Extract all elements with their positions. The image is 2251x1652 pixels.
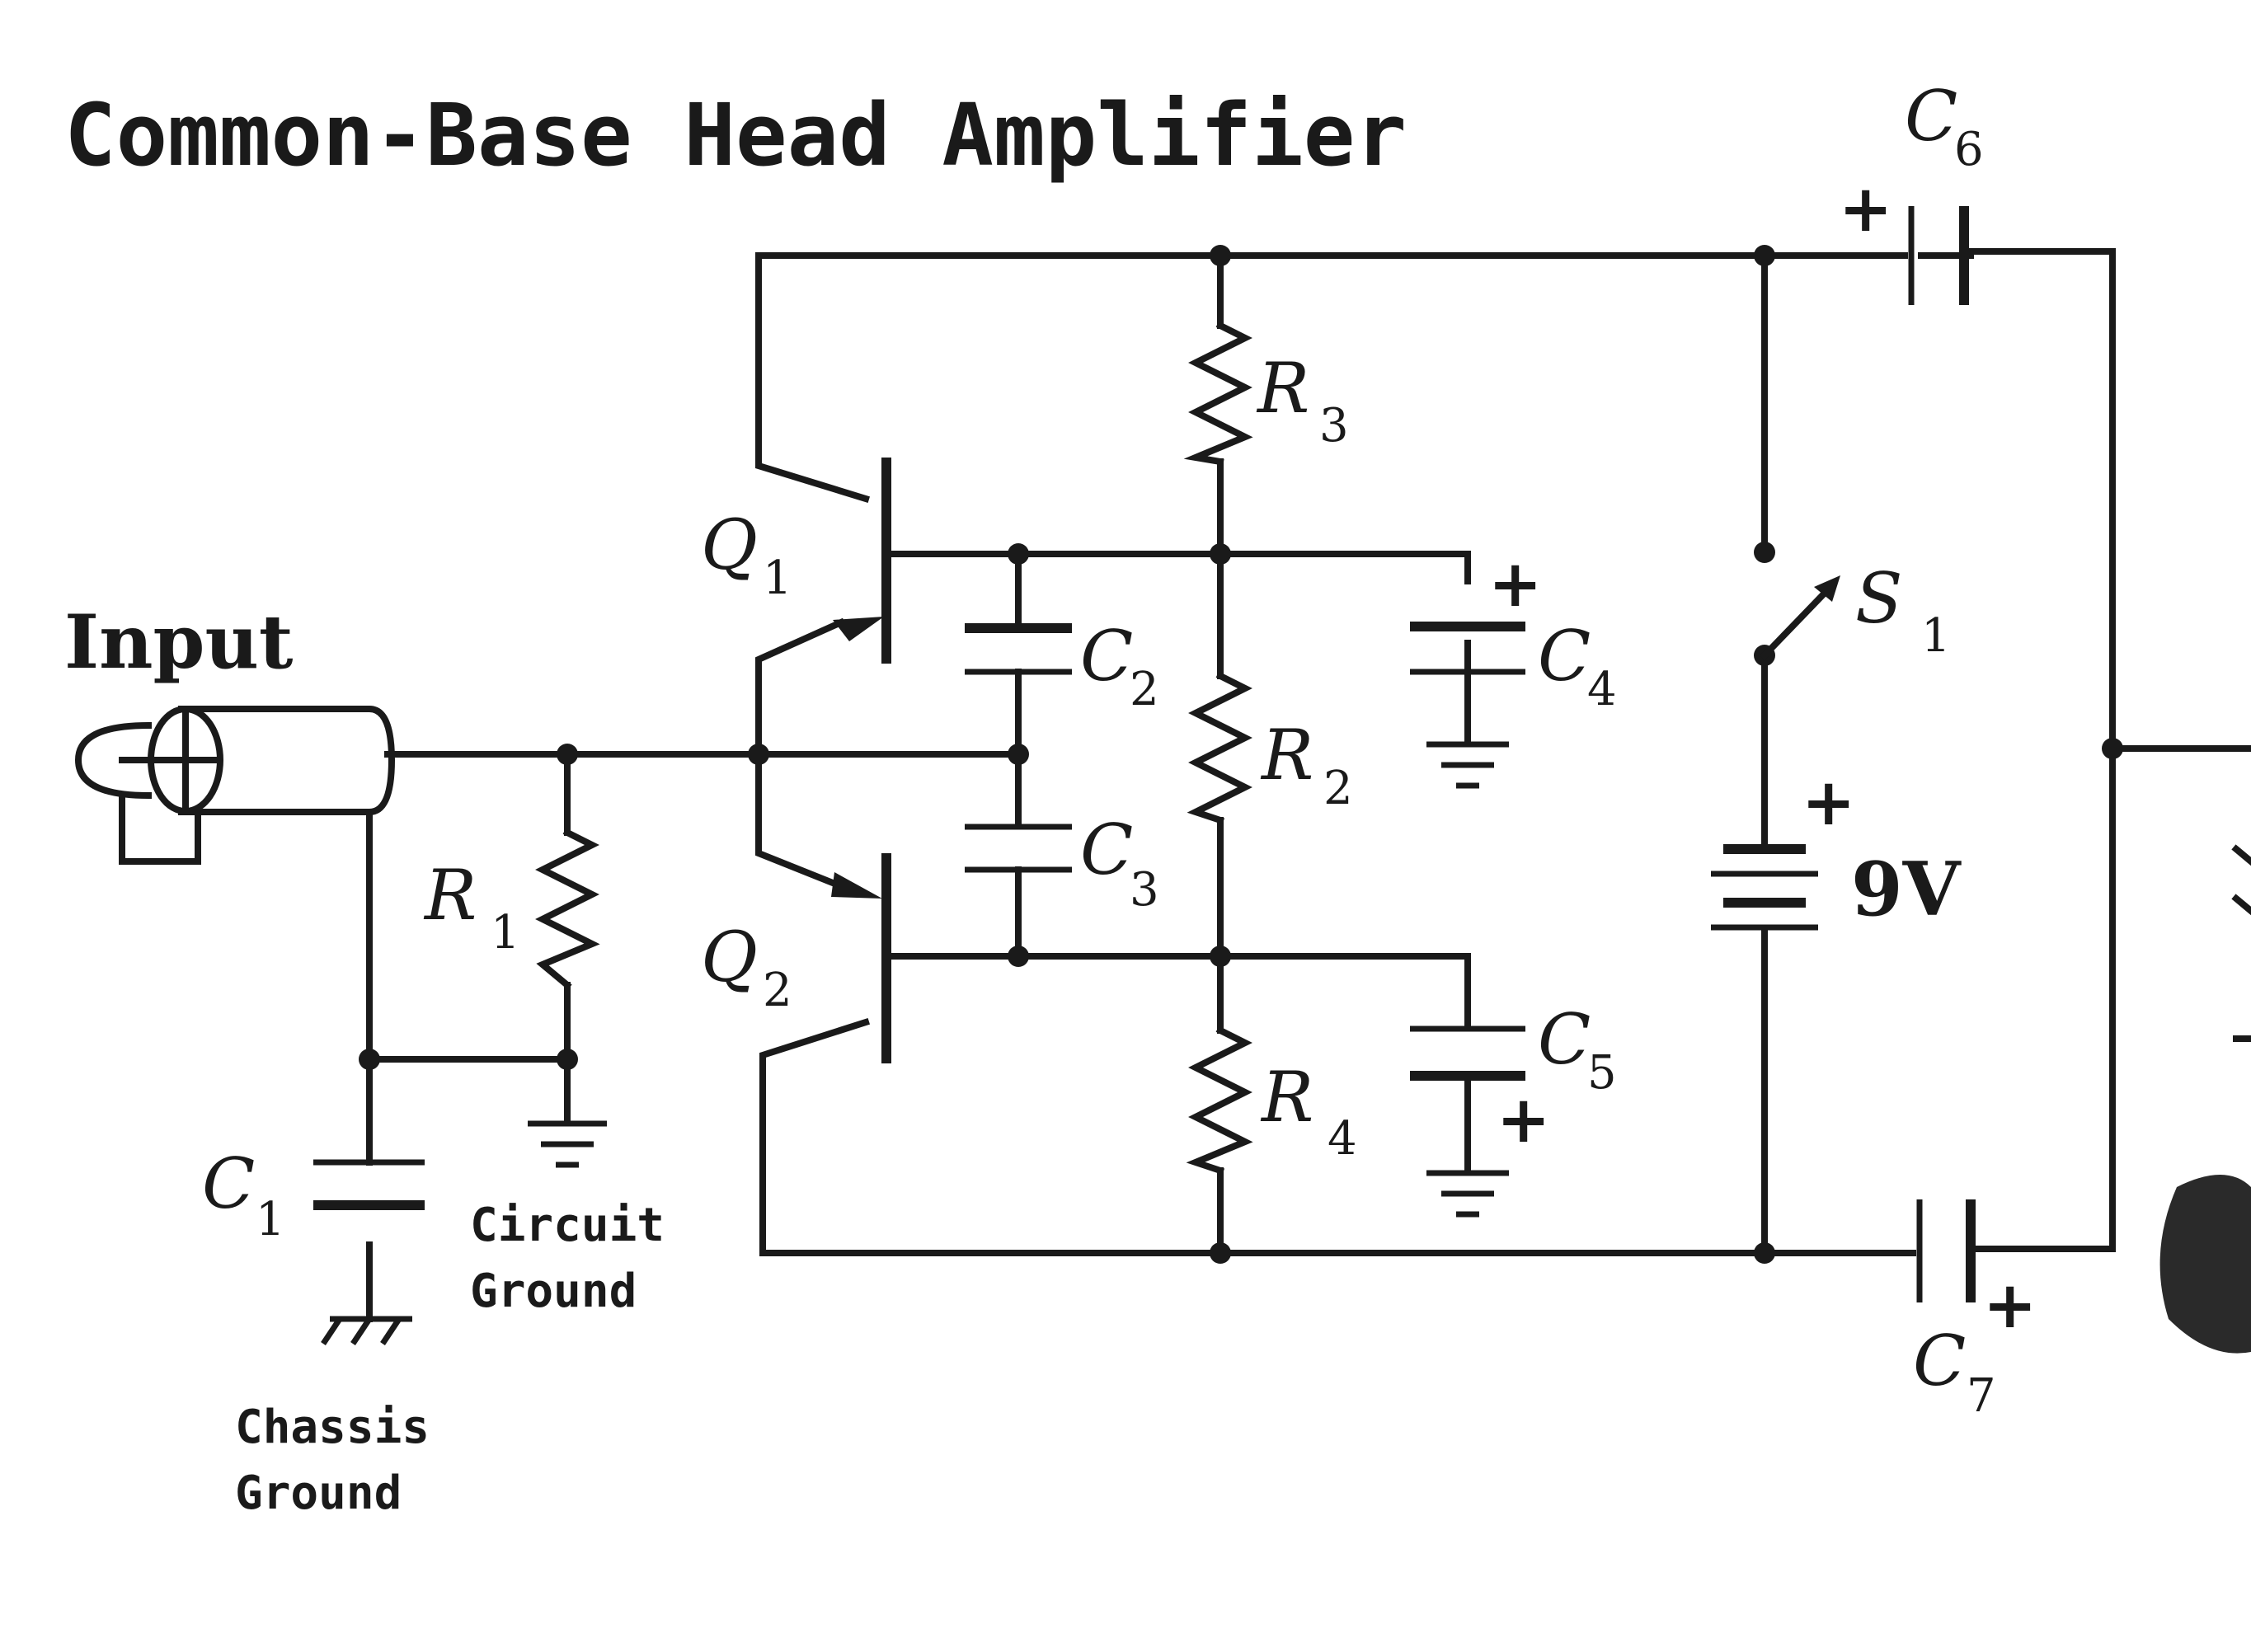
c3-subscript: 3	[1130, 863, 1159, 917]
chassis-ground-label-line2: Ground	[235, 1467, 402, 1520]
c4-label: C	[1538, 616, 1591, 697]
output-rail-wire	[1918, 248, 2116, 1252]
transistor-q1	[833, 458, 891, 664]
input-jack	[74, 706, 396, 865]
junction	[748, 744, 769, 765]
ground-symbols	[321, 741, 1509, 1345]
r2-resistor	[1187, 671, 1252, 825]
input-label: Input	[64, 598, 294, 686]
switch-lever	[1760, 582, 1835, 660]
q2-subscript: 2	[763, 964, 792, 1017]
c5-ground-symbol	[1426, 1170, 1509, 1218]
c3-label: C	[1080, 810, 1133, 890]
r1-subscript: 1	[491, 906, 520, 960]
q1-base-wire	[887, 551, 1471, 584]
labels: Input Q 1 Q 2 R 1 R 3 R 2 R 4 C 2 C 3 C …	[64, 76, 2037, 1520]
r3-label: R	[1256, 348, 1309, 429]
c7-label: C	[1913, 1321, 1966, 1401]
q1-collector-wire	[755, 252, 870, 503]
jack-body	[178, 706, 396, 815]
junction	[359, 1049, 380, 1070]
r3-resistor	[1183, 321, 1253, 466]
switch-contact-top	[1754, 542, 1775, 563]
q2-collector-wire	[759, 1017, 871, 1256]
r2-label: R	[1260, 715, 1313, 795]
resistors	[535, 321, 1253, 1176]
q2-label: Q	[701, 917, 758, 997]
circuit-ground-label-line1: Circuit	[470, 1199, 665, 1252]
r1-resistor	[535, 828, 600, 990]
junction	[1008, 946, 1029, 967]
q1-emitter-arrow	[833, 617, 884, 641]
q1-subscript: 1	[763, 551, 792, 605]
chassis-ground-label-line1: Chassis	[235, 1401, 430, 1454]
cropped-dark-smudge	[2159, 1175, 2251, 1354]
junction	[1210, 946, 1231, 967]
c5-plus-mark: +	[1497, 1083, 1550, 1157]
c4-plus-mark: +	[1488, 547, 1542, 622]
r4-subscript: 4	[1328, 1112, 1357, 1166]
junction	[1008, 744, 1029, 765]
battery	[1711, 844, 1818, 931]
junction	[1210, 245, 1231, 266]
cropped-resistor-fragment	[2231, 844, 2251, 1042]
s1-label: S	[1855, 558, 1903, 639]
q1-emitter-wire	[755, 617, 846, 758]
r4-resistor	[1186, 1025, 1253, 1176]
c4-subscript: 4	[1587, 663, 1617, 716]
r1-label: R	[423, 855, 477, 936]
switch-arrow	[1814, 575, 1840, 602]
c1-subscript: 1	[256, 1193, 285, 1246]
c6-label: C	[1905, 76, 1957, 157]
circuit-ground-symbol	[528, 1120, 607, 1168]
junction	[1210, 543, 1231, 565]
c6-subscript: 6	[1954, 123, 1984, 176]
junction	[2102, 738, 2123, 759]
jack-sleeve-lead	[119, 792, 201, 865]
c4-ground-symbol	[1426, 741, 1509, 789]
diagram-title: Common-Base Head Amplifier	[64, 85, 1407, 185]
q1-label: Q	[701, 505, 758, 585]
q2-emitter-wire	[755, 751, 846, 891]
junction	[557, 744, 578, 765]
r4-label: R	[1260, 1057, 1313, 1138]
capacitors	[313, 206, 1976, 1302]
c5-subscript: 5	[1587, 1046, 1617, 1100]
chassis-ground-symbol	[321, 1316, 412, 1345]
junction	[557, 1049, 578, 1070]
jack-cross	[119, 706, 218, 815]
junction	[1210, 1242, 1231, 1264]
cropped-right-edge	[2159, 844, 2251, 1354]
c6-plus-mark: +	[1839, 172, 1892, 246]
c2-subscript: 2	[1130, 663, 1159, 716]
battery-plus-mark: +	[1802, 766, 1855, 840]
switch-s1	[1754, 542, 1840, 666]
junction	[1754, 245, 1775, 266]
s1-subscript: 1	[1921, 609, 1951, 663]
c1-label: C	[202, 1143, 255, 1224]
junctions	[359, 245, 2123, 1264]
battery-voltage-label: 9V	[1851, 846, 1962, 933]
q2-base-wire	[887, 953, 1471, 1030]
transistor-q2	[831, 853, 891, 1063]
r2-subscript: 2	[1323, 762, 1353, 815]
c7-plus-mark: +	[1983, 1269, 2037, 1343]
c7-subscript: 7	[1967, 1369, 1996, 1423]
c2-label: C	[1080, 616, 1133, 697]
q2-emitter-arrow	[831, 872, 882, 899]
r3-subscript: 3	[1319, 399, 1349, 453]
wires	[366, 248, 2251, 1322]
junction	[1754, 1242, 1775, 1264]
circuit-ground-label-line2: Ground	[470, 1265, 637, 1318]
junction	[1008, 543, 1029, 565]
c5-label: C	[1538, 999, 1591, 1080]
jack-tip-arc	[74, 721, 153, 800]
